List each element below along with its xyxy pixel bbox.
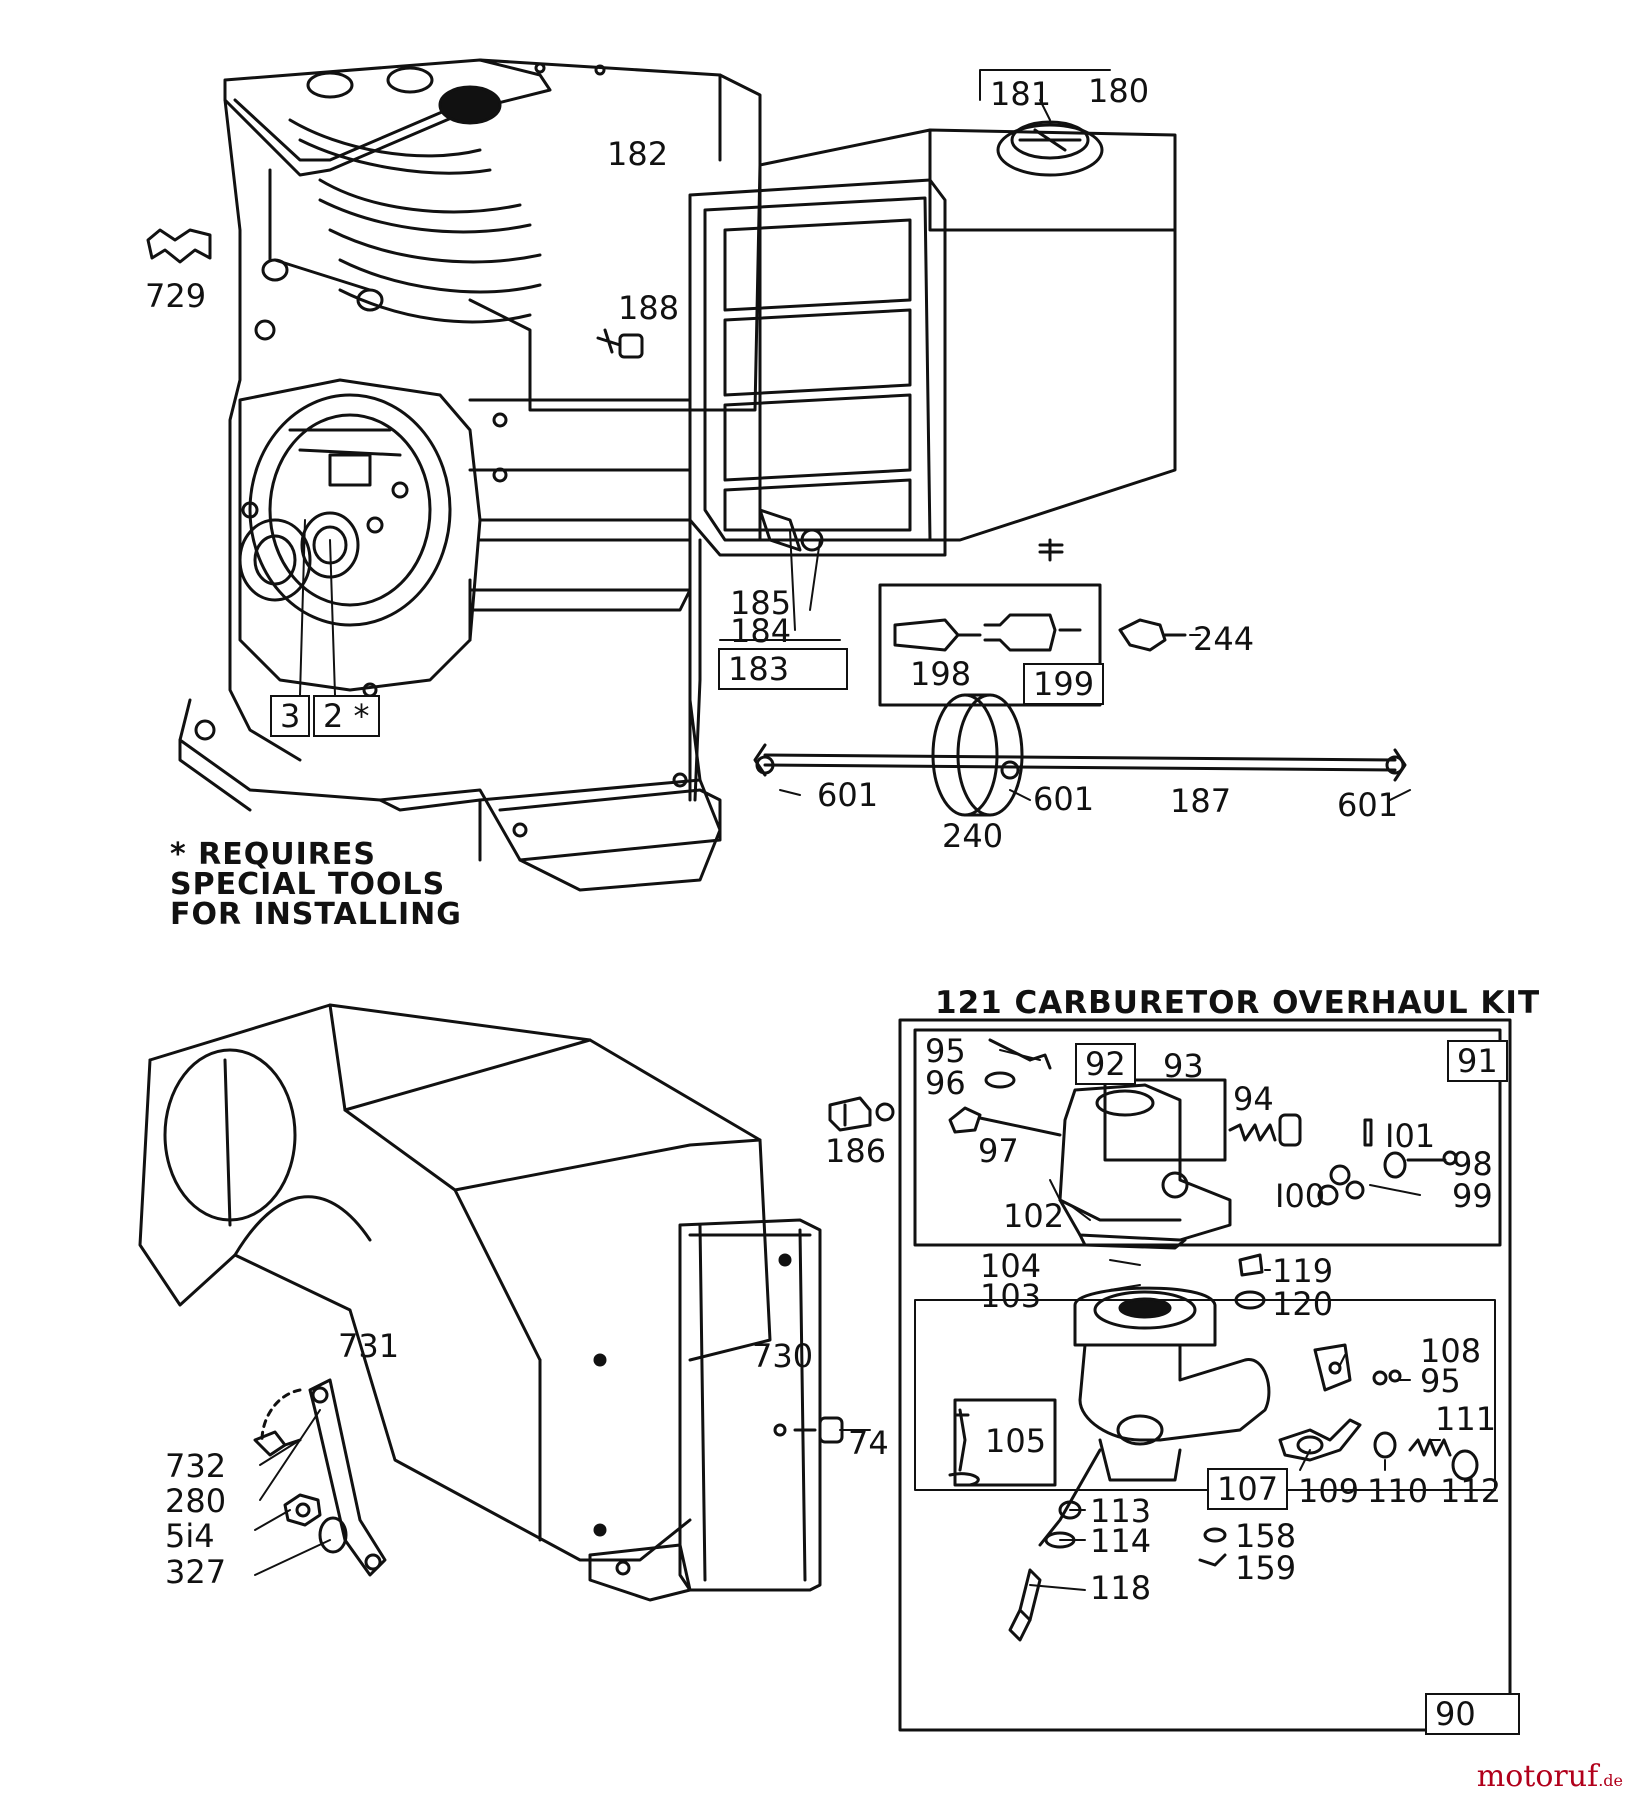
part-label-97: 97 [978, 1132, 1019, 1170]
part-label-95-top: 95 [925, 1032, 966, 1070]
part-label-94: 94 [1233, 1080, 1274, 1118]
watermark-tld: .de [1598, 1771, 1623, 1790]
part-label-181: 181 [990, 75, 1052, 113]
part-label-186: 186 [825, 1132, 887, 1170]
part-label-111: 111 [1435, 1400, 1497, 1438]
clip-729-drawing [146, 228, 212, 264]
part-label-159: 159 [1235, 1549, 1297, 1587]
part-label-93: 93 [1163, 1047, 1204, 1085]
part-label-182: 182 [607, 135, 669, 173]
part-label-732: 732 [165, 1447, 227, 1485]
bolt-188-drawing [596, 328, 644, 359]
part-label-183: 183 [718, 648, 848, 690]
fitting-186-drawing [828, 1096, 895, 1132]
part-label-729: 729 [145, 277, 207, 315]
part-label-119: 119 [1272, 1252, 1334, 1290]
part-label-118: 118 [1090, 1569, 1152, 1607]
part-label-188: 188 [618, 289, 680, 327]
part-label-109: 109 [1298, 1472, 1360, 1510]
part-label-184: 184 [730, 612, 792, 650]
note-line-3: FOR INSTALLING [170, 897, 462, 932]
part-label-74: 74 [848, 1424, 889, 1462]
part-label-100: I00 [1275, 1177, 1326, 1215]
leader-lines [254, 69, 1441, 1591]
part-label-601-left: 601 [817, 776, 879, 814]
part-label-96: 96 [925, 1064, 966, 1102]
part-label-120: 120 [1272, 1285, 1334, 1323]
carburetor-kit-drawing [898, 1018, 1512, 1732]
part-label-91: 91 [1447, 1040, 1508, 1082]
fuel-fittings-drawing [878, 583, 1187, 707]
channel-730-drawing [588, 1218, 844, 1602]
part-label-92: 92 [1075, 1043, 1136, 1085]
part-label-102: 102 [1003, 1197, 1065, 1235]
part-label-99: 99 [1452, 1177, 1493, 1215]
part-label-95-lower: 95 [1420, 1362, 1461, 1400]
part-label-187: 187 [1170, 782, 1232, 820]
part-label-199: 199 [1023, 663, 1105, 705]
part-label-90: 90 [1425, 1693, 1520, 1735]
part-label-185: 185 [730, 584, 792, 622]
watermark: motoruf.de [1477, 1759, 1623, 1794]
part-label-101: I01 [1385, 1117, 1436, 1155]
part-label-158: 158 [1235, 1517, 1297, 1555]
engine-block-drawing [178, 58, 762, 892]
special-tools-note: * REQUIRES SPECIAL TOOLS FOR INSTALLING [170, 840, 462, 930]
part-label-114: 114 [1090, 1522, 1152, 1560]
blower-housing-drawing [138, 1003, 772, 1577]
part-label-198: 198 [910, 655, 972, 693]
part-label-240: 240 [942, 817, 1004, 855]
carburetor-kit-title: 121 CARBURETOR OVERHAUL KIT [935, 985, 1541, 1021]
part-label-103: 103 [980, 1277, 1042, 1315]
part-label-730: 730 [752, 1337, 814, 1375]
part-label-107: 107 [1207, 1468, 1289, 1510]
part-label-2: 2 * [313, 695, 380, 737]
part-label-180: 180 [1088, 72, 1150, 110]
part-label-108: 108 [1420, 1332, 1482, 1370]
note-line-2: SPECIAL TOOLS [170, 867, 446, 902]
part-label-601-right: 601 [1337, 786, 1399, 824]
governor-shaft-drawing [753, 693, 1407, 817]
part-label-244: 244 [1193, 620, 1255, 658]
part-label-112: 112 [1440, 1472, 1502, 1510]
part-label-601-middle: 601 [1033, 780, 1095, 818]
part-label-113: 113 [1090, 1492, 1152, 1530]
watermark-name: motoruf [1476, 1759, 1599, 1794]
air-cleaner-drawing [688, 178, 947, 802]
part-label-98: 98 [1452, 1145, 1493, 1183]
note-line-1: * REQUIRES [170, 837, 376, 872]
part-label-514: 5i4 [165, 1517, 215, 1555]
part-label-280: 280 [165, 1482, 227, 1520]
part-label-110: 110 [1367, 1472, 1429, 1510]
part-label-3: 3 [270, 695, 311, 737]
part-label-105: 105 [985, 1422, 1047, 1460]
part-label-731: 731 [338, 1327, 400, 1365]
part-label-104: 104 [980, 1247, 1042, 1285]
part-label-327: 327 [165, 1553, 227, 1591]
